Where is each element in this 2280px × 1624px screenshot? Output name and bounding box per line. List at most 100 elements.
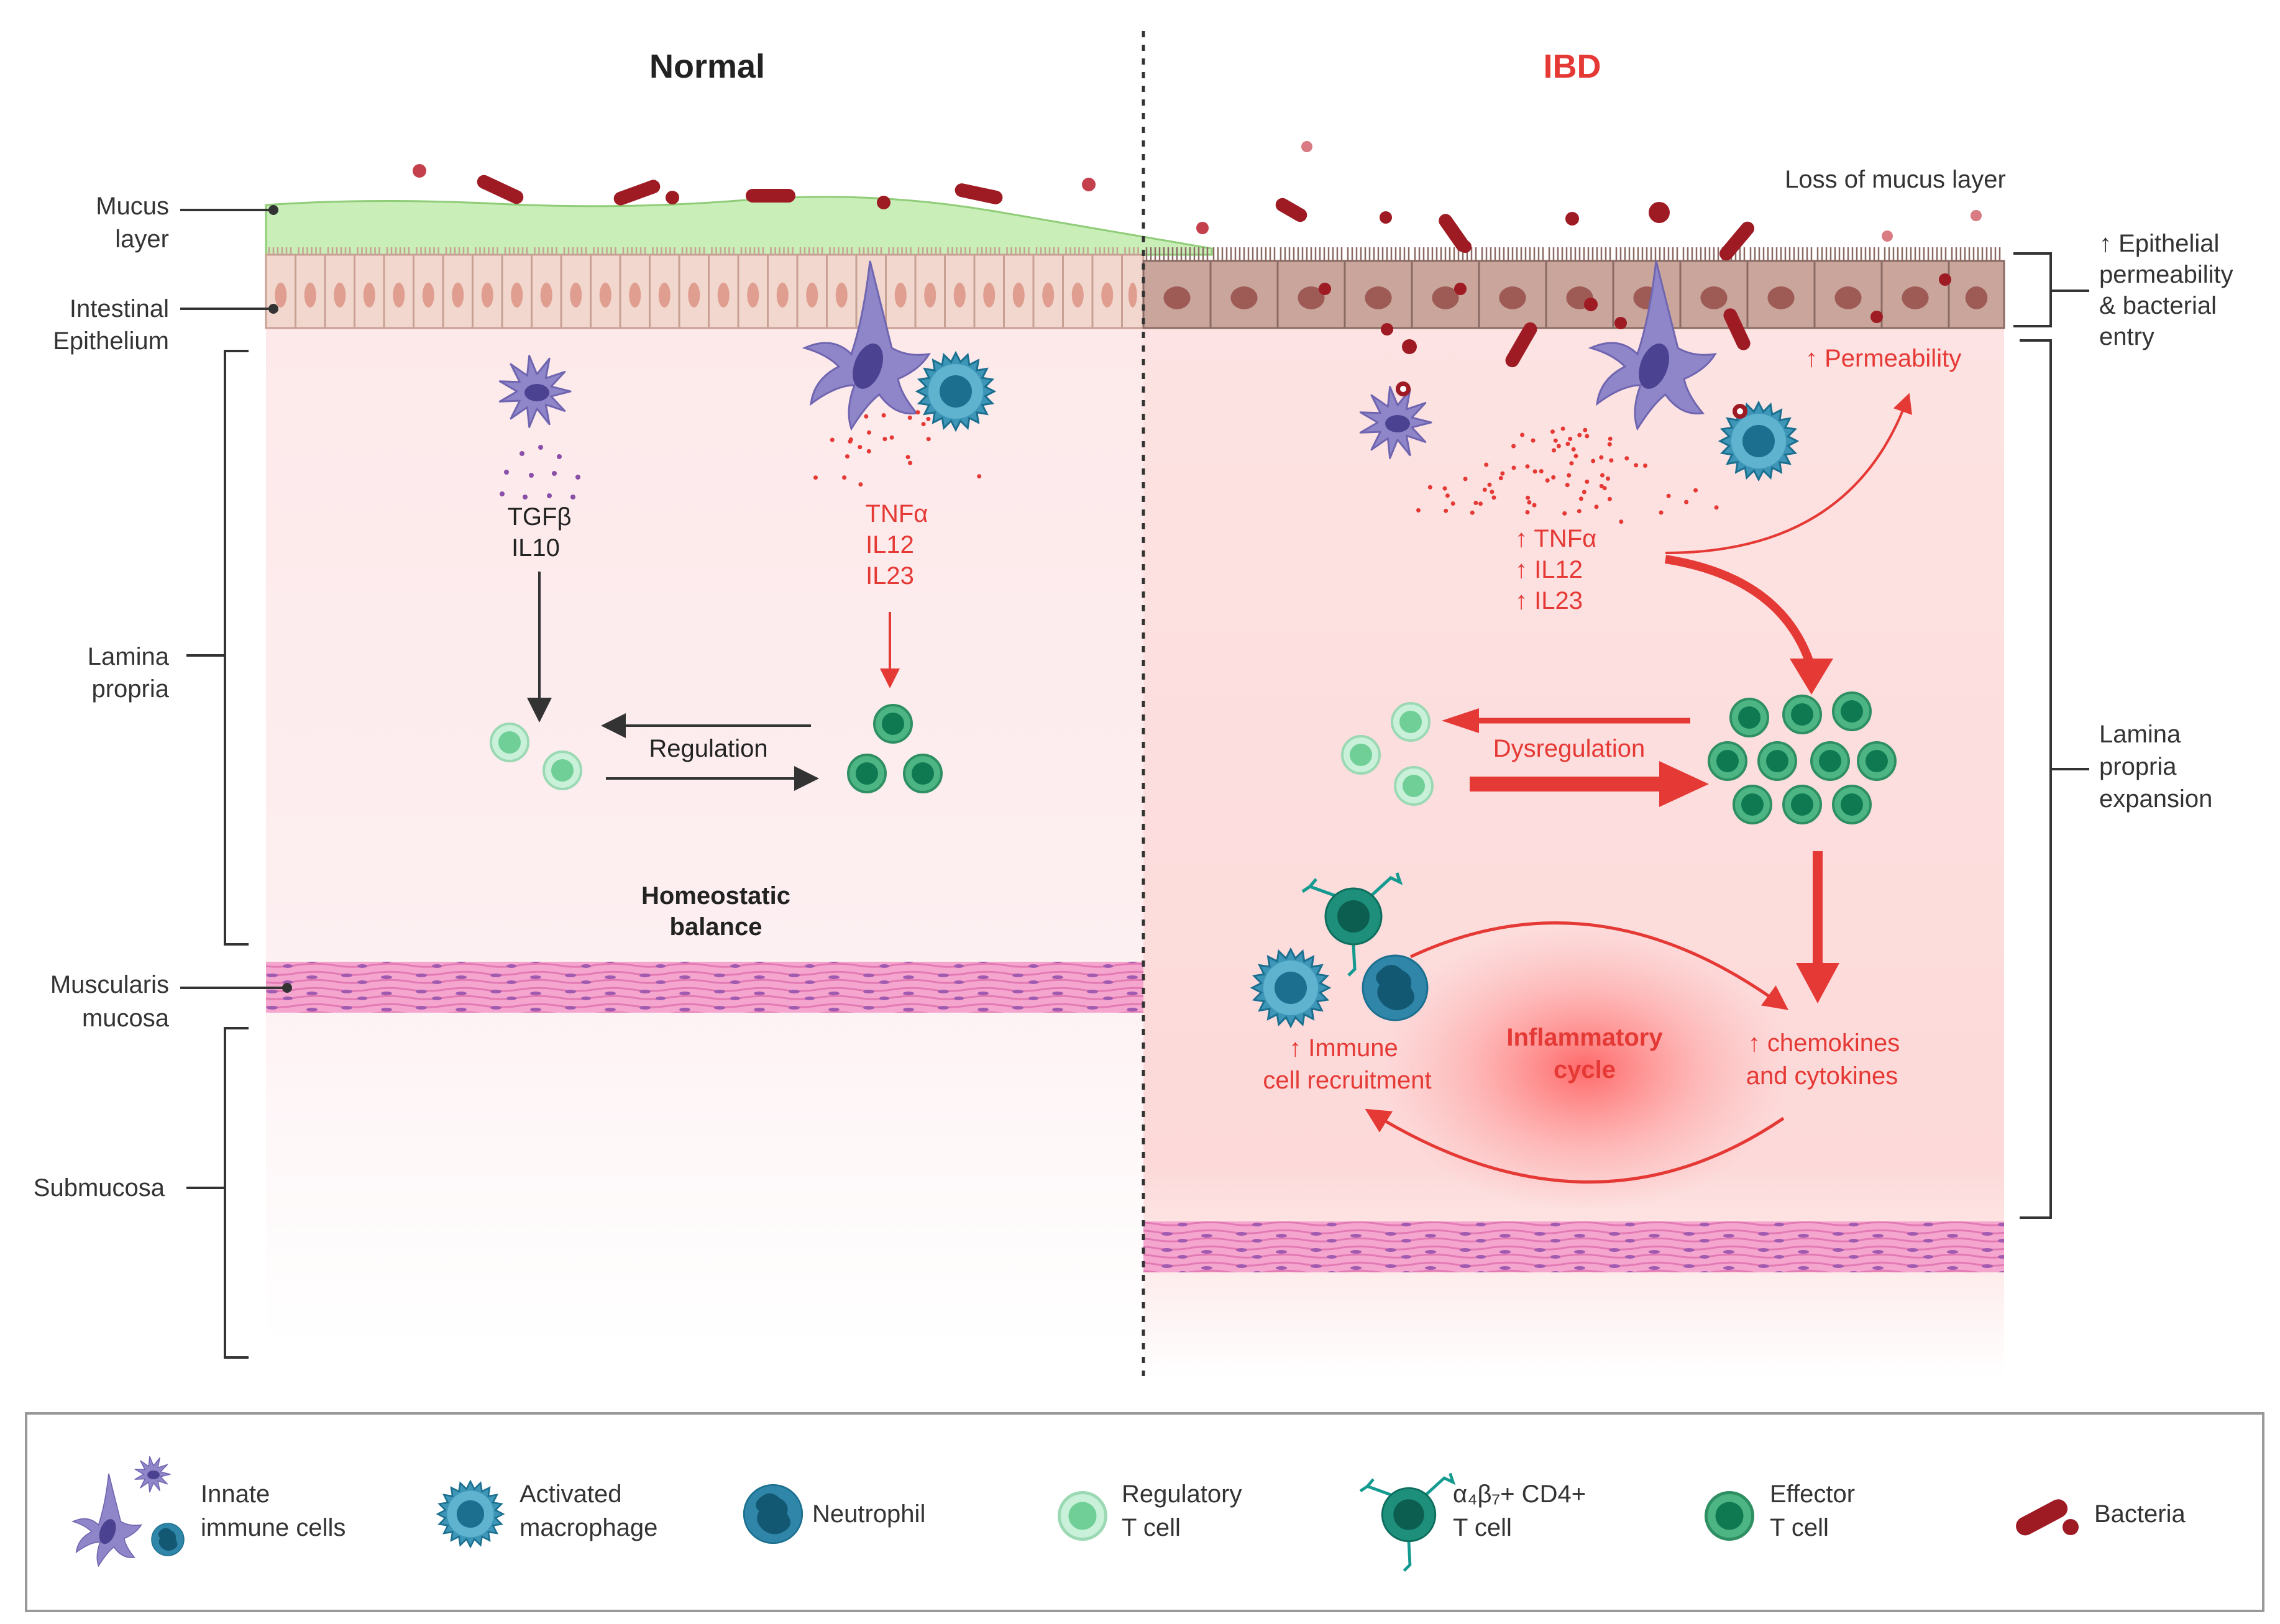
bacterium [1082,178,1096,191]
effector-t-cell-icon [1757,741,1797,781]
epithelial-permeability-bracket [2013,252,2089,327]
epithelial-cell [1344,247,1413,329]
ibd-epithelium [1142,247,2005,329]
epithelial-cell [1813,247,1883,329]
lamina-propria-expansion-bracket [2020,339,2089,1219]
epithelial-cell [1276,247,1346,329]
lamina-propria-expansion-line2: propria [2099,753,2177,780]
effector-to-chemokines-arrowhead [1796,963,1839,1003]
ibd-permeability-label: ↑ Permeability [1805,345,1961,372]
bacteria-icon [2016,1499,2068,1536]
lamina-propria-label-line2: propria [91,675,169,703]
ibd-cytokine-to-effector-arrow [1664,555,1816,670]
epithelium-label-line1: Intestinal [70,295,169,322]
dysregulation-label: Dysregulation [1493,735,1646,762]
bacterium [1505,322,1537,368]
ibd-treg-cells [1341,702,1434,806]
epithelial-cell [1545,247,1614,329]
ibd-innate-cell [1359,381,1432,459]
legend-treg-line2: T cell [1122,1514,1181,1541]
dysregulation-arrowhead-left [1442,708,1479,733]
a4b7-t-cell-icon [1301,872,1403,977]
epithelial-cell [442,247,474,329]
normal-tnfa-label: TNFα [866,500,928,527]
effector-t-cell-icon [1708,741,1747,781]
ibd-activated-macrophage [1718,400,1800,482]
legend-neutrophil-line1: Neutrophil [812,1500,925,1528]
effector-t-cell [1832,691,1872,731]
effector-t-cell-icon [847,754,887,793]
muscularis-label-line1: Muscularis [50,971,169,998]
epithelial-cell [767,247,799,329]
epithelial-cell [383,247,414,329]
immune-recruitment-line2: cell recruitment [1263,1067,1431,1094]
submucosa-label: Submucosa [34,1174,165,1202]
bacterium [413,164,426,178]
legend-labels: Innate immune cells Activated macrophage… [201,1480,2186,1541]
left-layer-labels: Mucus layer Intestinal Epithelium Lamina… [34,193,292,1359]
bacterium [1971,210,1982,221]
bacterium [1723,308,1751,350]
innate-immune-cell-icon [498,355,572,428]
normal-il12-label: IL12 [866,531,914,559]
normal-il10-label: IL10 [511,534,560,562]
regulatory-t-cell-icon [1391,702,1431,742]
epithelial-cell [885,247,917,329]
normal-epithelium [265,247,1145,329]
legend-innate-line2: immune cells [201,1514,346,1541]
legend-neutrophil-icon [743,1484,803,1544]
epithelial-cell [973,247,1005,329]
bacterium [1584,298,1598,311]
normal-tgfb-dots [500,445,580,500]
bacterium [1275,198,1307,222]
cycle-arrow-bottom [1365,1108,1785,1184]
epithelial-cell [413,247,444,329]
bacterium [1454,283,1467,295]
legend-macrophage-icon [436,1479,505,1549]
normal-tnf-dots [813,410,982,487]
bacterium [477,175,524,204]
epithelial-cell [560,247,592,329]
bacterium [1319,283,1331,295]
epithelial-cell [737,247,769,329]
mucus-layer [265,196,1213,256]
effector-t-cell-icon [1832,785,1872,824]
normal-title: Normal [649,48,765,85]
right-layer-labels: Loss of mucus layer ↑ Epithelial permeab… [1785,166,2233,1219]
cycle-arrow-top [1409,921,1789,1010]
epithelial-cell [295,247,326,329]
epithelium-leader-dot [268,304,278,314]
epithelium-label-line2: Epithelium [53,327,169,355]
bacterium [877,196,890,209]
mucus-label-line2: layer [115,226,169,253]
homeostatic-label-line2: balance [670,913,762,941]
effector-t-cell [1757,741,1797,781]
epithelial-cell [501,247,533,329]
epithelial-cell [472,247,503,329]
neutrophil-icon [1362,954,1429,1021]
ibd-panel [1143,326,2004,1376]
epithelial-cell [1948,247,2005,329]
neutrophil-icon [915,350,997,432]
dysregulation-arrowhead-right [1659,761,1709,807]
normal-tgfb-label: TGFβ [508,503,572,531]
effector-t-cell-icon [1733,785,1772,824]
legend-treg-line1: Regulatory [1122,1480,1242,1508]
effector-t-cell [1782,695,1822,734]
epithelial-permeability-line4: entry [2099,323,2154,350]
legend-treg-icon [1058,1491,1107,1541]
innate-immune-cell-icon [151,1523,185,1556]
mucus-label-line1: Mucus [96,193,169,220]
epithelial-cell [1209,247,1279,329]
bacterium [1939,273,1951,286]
epithelial-cell [1746,247,1816,329]
muscularis-leader-dot [282,983,292,993]
ibd-il12-label: ↑ IL12 [1515,556,1583,583]
epithelial-cell [1003,247,1035,329]
bacterium [613,180,661,206]
homeostatic-label-line1: Homeostatic [641,882,790,910]
inflammatory-cycle-line2: cycle [1554,1056,1616,1083]
effector-t-cell [1782,785,1822,824]
legend-macrophage-line1: Activated [520,1480,622,1508]
epithelial-cell [944,247,976,329]
